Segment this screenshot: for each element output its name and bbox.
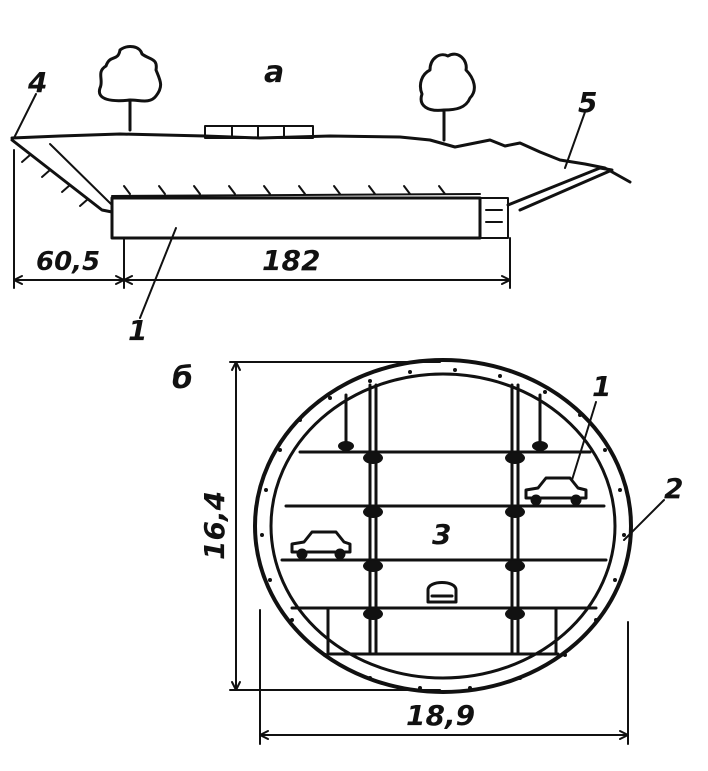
outer-shell [253, 358, 633, 694]
column-capitals [338, 441, 548, 620]
person-figure [426, 581, 458, 604]
cross-section-view: б 1 2 3 18,9 16,4 [172, 358, 683, 745]
inner-shell [269, 372, 617, 680]
car-right [524, 476, 588, 506]
ground-surface [10, 132, 632, 184]
left-portal-slope [10, 138, 114, 214]
section-dimensions [229, 361, 629, 745]
tree-right [418, 52, 476, 142]
section-callout-2: 2 [664, 472, 683, 505]
tree-left [97, 45, 163, 132]
section-dim-height: 16,4 [198, 491, 231, 560]
profile-callout-5: 5 [578, 86, 597, 119]
car-left [290, 530, 352, 560]
left-portal-inner [49, 143, 113, 206]
deck-slabs [280, 450, 608, 656]
right-portal-block [479, 197, 509, 239]
profile-dimensions [13, 149, 511, 289]
slope-hatching [21, 154, 89, 207]
section-callout-1: 1 [592, 370, 611, 403]
backfill-hatching [123, 185, 446, 195]
panel-b-label: б [172, 361, 193, 396]
profile-dim-left: 60,5 [36, 247, 100, 277]
profile-callout-4: 4 [27, 66, 47, 99]
profile-view: а 4 5 1 60,5 182 [10, 45, 632, 347]
section-dim-width: 18,9 [406, 699, 475, 732]
panel-a-label: а [264, 55, 284, 90]
backfill-line [111, 193, 481, 197]
right-ramp [506, 166, 614, 212]
profile-dim-main: 182 [262, 244, 320, 277]
profile-callout-1: 1 [128, 314, 147, 347]
immersed-tunnel-body [110, 196, 482, 240]
section-callout-3: 3 [432, 518, 451, 551]
